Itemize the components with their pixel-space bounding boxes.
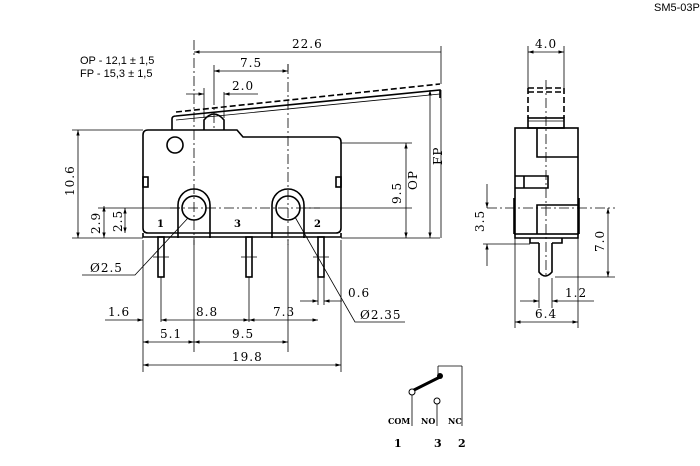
dim-10-6: 10.6 xyxy=(63,165,77,196)
dim-9-5-op: 9.5 xyxy=(390,182,404,204)
front-view: 1 3 2 22.6 7.5 2.0 10.6 2.9 2.5 9.5 OP F… xyxy=(63,37,445,372)
op-label: OP xyxy=(406,170,420,190)
pin-number-no: 3 xyxy=(434,437,442,450)
dim-1-6: 1.6 xyxy=(108,305,130,319)
switch-schematic: COM NO NC 1 3 2 xyxy=(388,365,466,450)
terminal-label-3: 3 xyxy=(234,219,241,230)
dim-1-2: 1.2 xyxy=(565,286,587,300)
side-body xyxy=(514,127,579,235)
dim-hole-2-35: Ø2.35 xyxy=(360,308,402,322)
switch-body xyxy=(142,129,342,234)
pin-number-nc: 2 xyxy=(458,437,466,450)
part-number: SM5-03P xyxy=(654,2,700,14)
dim-6-4: 6.4 xyxy=(535,307,557,321)
side-view: 4.0 3.5 7.0 1.2 6.4 xyxy=(473,37,615,328)
dim-0-6: 0.6 xyxy=(348,286,370,300)
dim-7-3: 7.3 xyxy=(273,305,295,319)
dim-2-5: 2.5 xyxy=(111,210,125,232)
mount-hole-small xyxy=(166,136,184,154)
dim-2-9: 2.9 xyxy=(89,212,103,234)
label-com: COM xyxy=(388,416,410,426)
dim-22-6: 22.6 xyxy=(292,37,323,51)
dim-5-1: 5.1 xyxy=(160,327,182,341)
terminal-label-1: 1 xyxy=(157,219,164,230)
op-spec: OP - 12,1 ± 1,5 xyxy=(80,55,154,67)
label-nc: NC xyxy=(448,416,462,426)
dim-4-0: 4.0 xyxy=(535,37,557,51)
label-no: NO xyxy=(421,416,435,426)
pin-number-com: 1 xyxy=(394,437,402,450)
dim-3-5: 3.5 xyxy=(473,210,487,232)
dim-7-5: 7.5 xyxy=(240,56,262,70)
lever xyxy=(171,89,441,130)
dim-19-8: 19.8 xyxy=(232,350,263,364)
fp-label: FP xyxy=(431,147,445,165)
dim-2-0: 2.0 xyxy=(232,79,254,93)
fp-spec: FP - 15,3 ± 1,5 xyxy=(80,68,152,80)
dim-7-0: 7.0 xyxy=(593,230,607,252)
dim-9-5: 9.5 xyxy=(232,327,254,341)
dim-8-8: 8.8 xyxy=(196,305,218,319)
terminal-label-2: 2 xyxy=(314,219,321,230)
dim-hole-2-5: Ø2.5 xyxy=(90,261,123,275)
